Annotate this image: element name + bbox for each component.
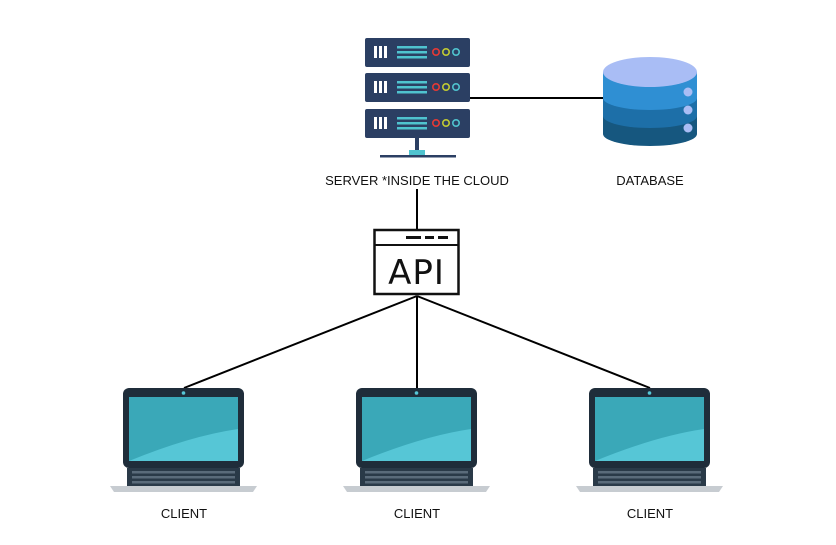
api-label: API <box>388 253 445 293</box>
client-3-label: CLIENT <box>627 506 673 521</box>
api-window-icon: API <box>373 228 460 296</box>
server-unit <box>365 73 470 102</box>
connections <box>183 97 651 389</box>
server-label: SERVER *INSIDE THE CLOUD <box>325 173 509 188</box>
api-client-1-connector <box>183 295 418 389</box>
client-laptop-3 <box>576 388 723 492</box>
server-unit <box>365 38 470 67</box>
database-icon <box>603 57 697 146</box>
database-label: DATABASE <box>616 173 684 188</box>
client-1-label: CLIENT <box>161 506 207 521</box>
server-rack-icon <box>365 38 470 158</box>
server-base <box>380 138 456 158</box>
api-client-3-connector <box>416 295 651 389</box>
client-laptop-1 <box>110 388 257 492</box>
laptop-icon <box>343 388 490 492</box>
laptop-icon <box>110 388 257 492</box>
laptop-icon <box>576 388 723 492</box>
server-unit <box>365 109 470 138</box>
client-2-label: CLIENT <box>394 506 440 521</box>
client-laptop-2 <box>343 388 490 492</box>
